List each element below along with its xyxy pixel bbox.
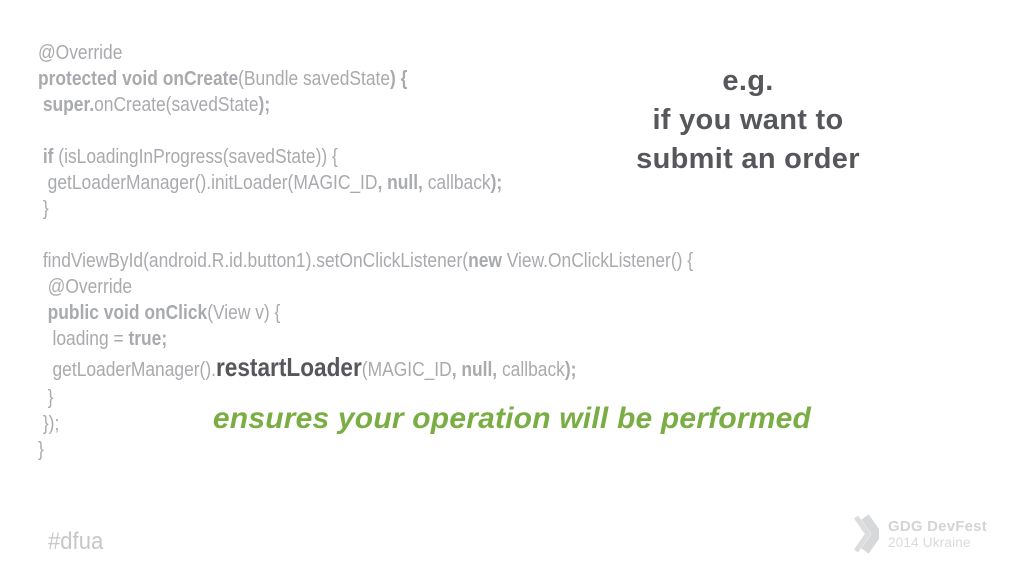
code-segment: new (468, 250, 507, 272)
hashtag-label: #dfua (48, 528, 104, 555)
example-callout-line-2: if you want to (652, 104, 844, 136)
code-line: loading = true; (38, 326, 693, 352)
code-line (38, 222, 693, 248)
code-segment: (Bundle savedState (238, 68, 391, 90)
code-segment: } (38, 439, 44, 461)
gdg-devfest-logo: GDG DevFest 2014 Ukraine (853, 513, 987, 555)
code-line: findViewById(android.R.id.button1).setOn… (38, 248, 693, 274)
double-chevron-icon (853, 514, 879, 554)
code-segment: (MAGIC_ID (361, 359, 452, 381)
code-segment: (isLoadingInProgress(savedState)) { (58, 146, 338, 168)
code-segment: getLoaderManager().initLoader(MAGIC_ID (38, 172, 378, 194)
code-line: @Override (38, 274, 693, 300)
code-segment: if (42, 146, 59, 168)
code-segment: callback (497, 359, 565, 381)
code-line: }); (38, 411, 693, 437)
code-segment: onCreate(savedState (94, 94, 259, 116)
logo-title: GDG DevFest (888, 517, 987, 535)
code-line: } (38, 437, 693, 463)
code-segment: , null, (451, 359, 498, 381)
code-segment: , null, (377, 172, 423, 194)
code-line: getLoaderManager().initLoader(MAGIC_ID, … (38, 170, 693, 196)
code-segment: ); (258, 94, 271, 116)
code-line: protected void onCreate(Bundle savedStat… (38, 66, 693, 92)
code-segment: } (38, 387, 54, 409)
code-line: public void onClick(View v) { (38, 300, 693, 326)
code-segment: ); (564, 359, 577, 381)
code-line: @Override (38, 40, 693, 66)
code-segment: loading = (38, 328, 129, 350)
code-line: getLoaderManager().restartLoader(MAGIC_I… (38, 352, 693, 385)
code-segment: View.OnClickListener() { (506, 250, 694, 272)
code-segment: (View v) { (207, 302, 281, 324)
code-segment: }); (38, 413, 60, 435)
code-segment: findViewById(android.R.id.button1).setOn… (38, 250, 469, 272)
example-callout-line-1: e.g. (722, 65, 774, 97)
code-line: } (38, 385, 693, 411)
example-callout-line-3: submit an order (636, 143, 860, 175)
code-segment: ) { (390, 68, 408, 90)
green-callout: ensures your operation will be performed (212, 402, 812, 435)
code-segment: callback (422, 172, 491, 194)
code-segment: public void onClick (47, 302, 208, 324)
example-callout: e.g. if you want to submit an order (568, 62, 928, 179)
code-segment (38, 302, 48, 324)
code-line: if (isLoadingInProgress(savedState)) { (38, 144, 693, 170)
logo-text: GDG DevFest 2014 Ukraine (888, 519, 987, 550)
code-segment: super. (42, 94, 95, 116)
code-segment: true; (128, 328, 168, 350)
logo-subtitle: 2014 Ukraine (888, 534, 971, 550)
code-segment: getLoaderManager(). (38, 359, 216, 381)
code-segment: } (38, 198, 49, 220)
code-highlight-segment: restartLoader (215, 352, 362, 382)
code-segment: @Override (38, 276, 133, 298)
code-segment: protected void onCreate (38, 68, 239, 90)
code-segment: @Override (38, 42, 123, 64)
code-line: super.onCreate(savedState); (38, 92, 693, 118)
code-segment: ); (490, 172, 503, 194)
code-line: } (38, 196, 693, 222)
